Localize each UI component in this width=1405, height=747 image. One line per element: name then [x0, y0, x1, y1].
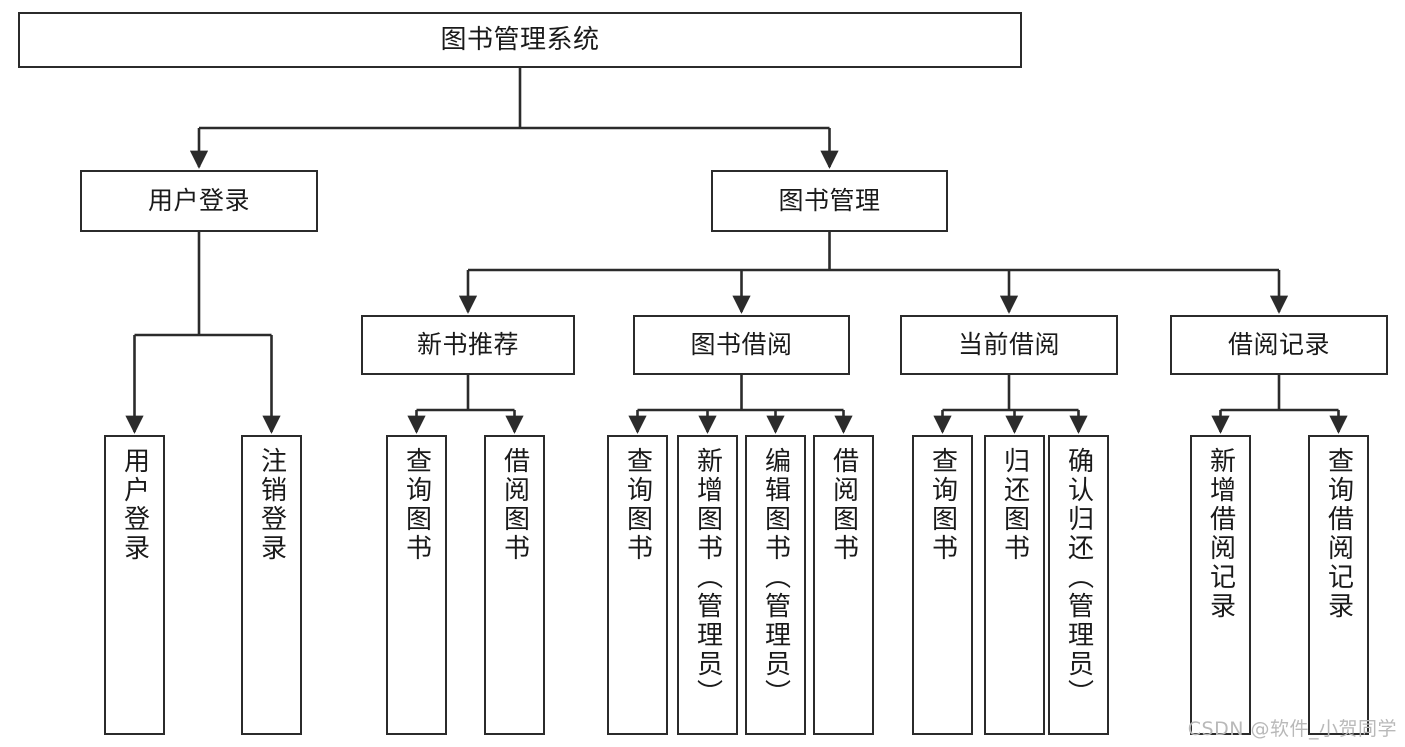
node-leaf-add-book[interactable]: 新增图书（管理员） — [677, 435, 738, 735]
node-root[interactable]: 图书管理系统 — [18, 12, 1022, 68]
node-current-borrow[interactable]: 当前借阅 — [900, 315, 1118, 375]
node-leaf-borrow-book-rec[interactable]: 借阅图书 — [484, 435, 545, 735]
node-label: 当前借阅 — [957, 330, 1060, 360]
node-label: 确认归还（管理员） — [1063, 447, 1094, 708]
node-leaf-query-record[interactable]: 查询借阅记录 — [1308, 435, 1369, 735]
node-leaf-query-book-cur[interactable]: 查询图书 — [912, 435, 973, 735]
node-leaf-return-book[interactable]: 归还图书 — [984, 435, 1045, 735]
node-leaf-logout[interactable]: 注销登录 — [241, 435, 302, 735]
node-book-manage[interactable]: 图书管理 — [711, 170, 948, 232]
node-label: 新增借阅记录 — [1205, 447, 1236, 621]
node-label: 借阅图书 — [828, 447, 859, 563]
node-leaf-add-record[interactable]: 新增借阅记录 — [1190, 435, 1251, 735]
node-label: 注销登录 — [256, 447, 287, 563]
node-label: 图书管理系统 — [440, 24, 600, 55]
node-label: 图书管理 — [778, 186, 881, 216]
node-user-login[interactable]: 用户登录 — [80, 170, 318, 232]
node-borrow-record[interactable]: 借阅记录 — [1170, 315, 1388, 375]
node-label: 归还图书 — [999, 447, 1030, 563]
node-label: 借阅记录 — [1227, 330, 1330, 360]
node-leaf-borrow-book[interactable]: 借阅图书 — [813, 435, 874, 735]
node-label: 编辑图书（管理员） — [760, 447, 791, 708]
node-label: 图书借阅 — [690, 330, 793, 360]
node-label: 新书推荐 — [416, 330, 519, 360]
node-label: 查询图书 — [401, 447, 432, 563]
node-leaf-query-book-borrow[interactable]: 查询图书 — [607, 435, 668, 735]
node-leaf-user-login[interactable]: 用户登录 — [104, 435, 165, 735]
node-leaf-query-book-rec[interactable]: 查询图书 — [386, 435, 447, 735]
node-book-borrow[interactable]: 图书借阅 — [633, 315, 850, 375]
node-new-book-recommend[interactable]: 新书推荐 — [361, 315, 575, 375]
node-label: 借阅图书 — [499, 447, 530, 563]
node-label: 查询借阅记录 — [1323, 447, 1354, 621]
node-label: 用户登录 — [119, 447, 150, 563]
node-label: 用户登录 — [147, 186, 250, 216]
node-leaf-confirm-return[interactable]: 确认归还（管理员） — [1048, 435, 1109, 735]
node-label: 新增图书（管理员） — [692, 447, 723, 708]
node-label: 查询图书 — [927, 447, 958, 563]
csdn-watermark: CSDN @软件_小贺同学 — [1187, 718, 1397, 740]
node-label: 查询图书 — [622, 447, 653, 563]
node-leaf-edit-book[interactable]: 编辑图书（管理员） — [745, 435, 806, 735]
